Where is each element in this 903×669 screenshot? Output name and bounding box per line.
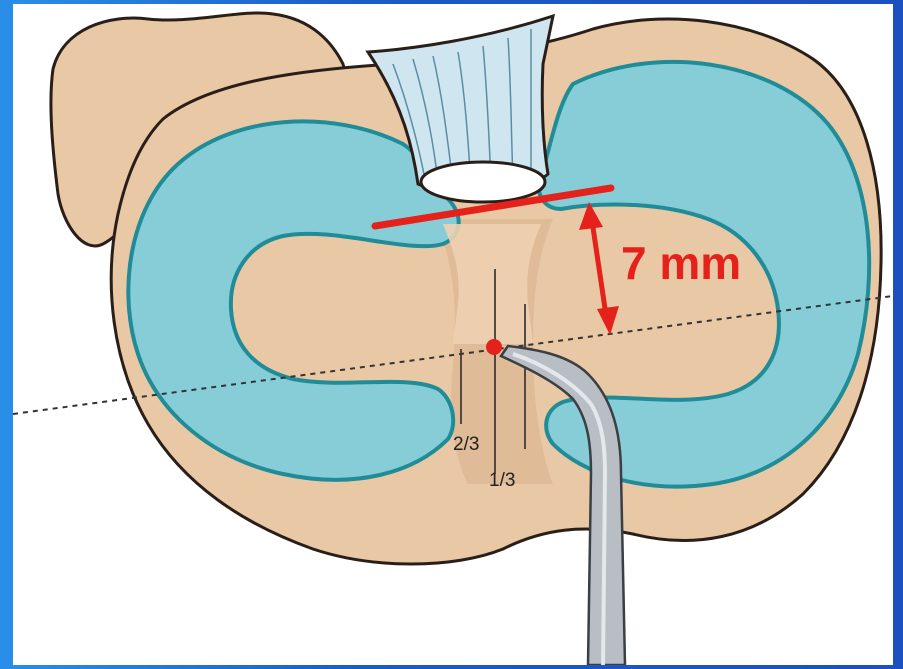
diagram-canvas: 7 mm 2/3 1/3 <box>13 4 893 665</box>
ligament-cut-surface <box>421 162 545 202</box>
tibial-plateau-diagram: 7 mm 2/3 1/3 <box>13 4 893 665</box>
line-label-inner: 1/3 <box>489 470 515 491</box>
measurement-label: 7 mm <box>621 237 741 289</box>
line-label-outer: 2/3 <box>453 434 479 455</box>
target-point <box>486 339 502 355</box>
